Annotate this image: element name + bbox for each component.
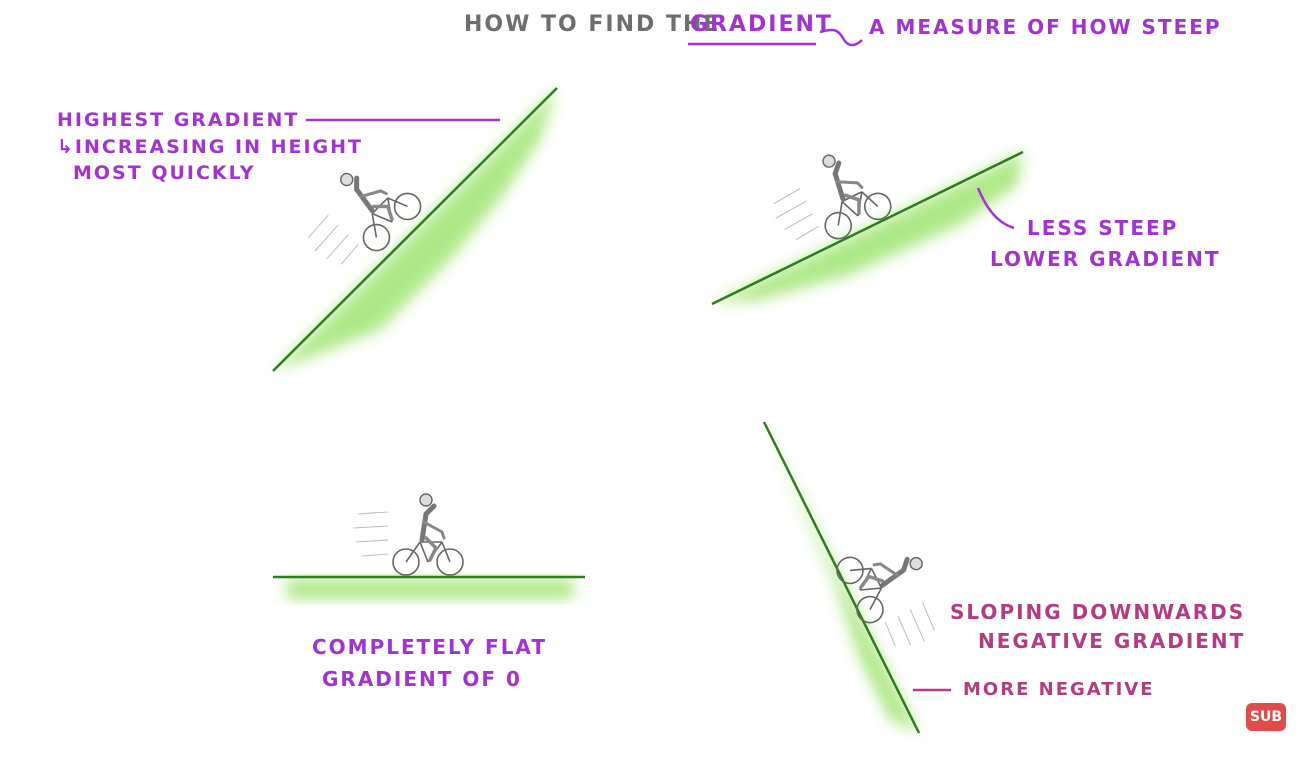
title-keyword: GRADIENT	[690, 12, 833, 37]
downhill-label-2: NEGATIVE GRADIENT	[978, 629, 1246, 653]
flat-label-1: COMPLETELY FLAT	[312, 635, 547, 659]
downhill-line	[762, 421, 921, 734]
downhill-label-3: MORE NEGATIVE	[963, 679, 1155, 700]
gentle-label-1: LESS STEEP	[1027, 216, 1179, 240]
flat-label-2: GRADIENT OF 0	[322, 667, 522, 691]
steep-slope-line	[272, 87, 558, 372]
steep-label-1: HIGHEST GRADIENT	[57, 109, 300, 131]
gentle-label-2: LOWER GRADIENT	[990, 247, 1221, 271]
gentle-slope-line	[711, 150, 1024, 306]
flat-shade	[285, 578, 575, 600]
steep-label-3: MOST QUICKLY	[73, 162, 256, 184]
cyclist-icon	[353, 494, 463, 575]
steep-label-2: ↳INCREASING IN HEIGHT	[57, 136, 364, 158]
gentle-pointer	[976, 187, 1015, 230]
title-prefix: HOW TO FIND THE	[464, 12, 721, 37]
title-connector	[819, 28, 863, 47]
subtitle-badge[interactable]: SUB	[1246, 703, 1286, 731]
downhill-label-1: SLOPING DOWNWARDS	[950, 600, 1246, 624]
title-definition: A MEASURE OF HOW STEEP	[869, 15, 1222, 39]
